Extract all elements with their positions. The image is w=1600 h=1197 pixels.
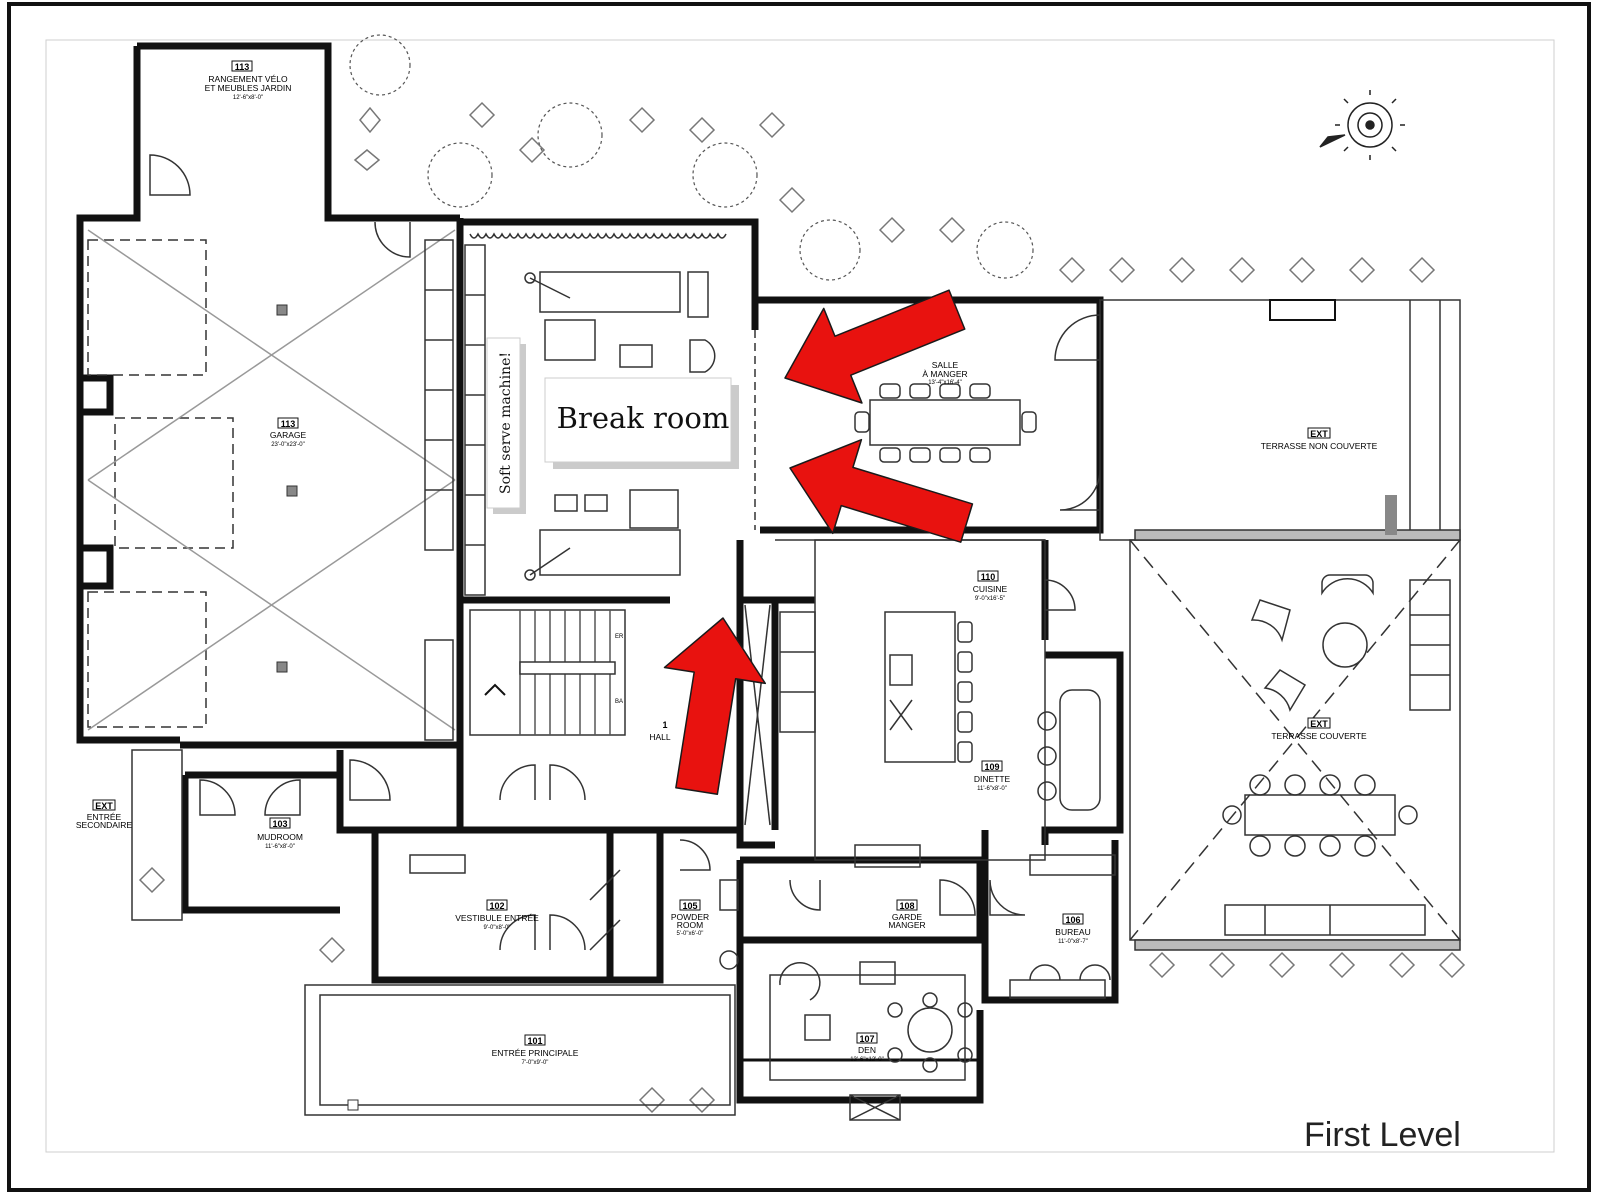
svg-text:103: 103 xyxy=(272,819,287,829)
svg-text:12'-6"x8'-0": 12'-6"x8'-0" xyxy=(233,95,263,101)
room-label-110: 110 CUISINE 9'-0"x16'-5" xyxy=(973,570,1008,602)
room-label-108: 108 GARDE MANGER xyxy=(888,899,926,930)
svg-text:1: 1 xyxy=(662,720,667,730)
svg-text:ENTRÉE PRINCIPALE: ENTRÉE PRINCIPALE xyxy=(492,1048,579,1058)
garage-markers xyxy=(276,304,359,1111)
svg-text:101: 101 xyxy=(527,1036,542,1046)
svg-text:5'-0"x6'-0": 5'-0"x6'-0" xyxy=(677,931,704,937)
svg-text:13'-6"x12'-0": 13'-6"x12'-0" xyxy=(850,1057,884,1063)
room-label-102: 102 VESTIBULE ENTRÉE 9'-0"x8'-0" xyxy=(455,899,539,931)
red-arrows xyxy=(663,289,974,796)
svg-text:DINETTE: DINETTE xyxy=(974,774,1011,784)
svg-text:108: 108 xyxy=(899,901,914,911)
svg-text:POWDER: POWDER xyxy=(671,912,709,922)
svg-text:7'-0"x9'-0": 7'-0"x9'-0" xyxy=(522,1060,549,1066)
arrow-to-break-room-upper xyxy=(784,289,966,404)
svg-text:ENTRÉE: ENTRÉE xyxy=(87,812,122,822)
svg-text:11'-0"x8'-7": 11'-0"x8'-7" xyxy=(1058,939,1088,945)
room-label-109: 109 DINETTE 11'-6"x8'-0" xyxy=(974,760,1011,792)
svg-text:BUREAU: BUREAU xyxy=(1055,927,1090,937)
svg-text:11'-6"x8'-0": 11'-6"x8'-0" xyxy=(977,786,1007,792)
svg-text:EXT: EXT xyxy=(1310,719,1328,729)
svg-text:GARAGE: GARAGE xyxy=(270,430,307,440)
svg-text:11'-6"x8'-0": 11'-6"x8'-0" xyxy=(265,844,295,850)
svg-text:102: 102 xyxy=(489,901,504,911)
svg-text:À MANGER: À MANGER xyxy=(922,369,967,379)
room-label-107: 107 DEN 13'-6"x12'-0" xyxy=(850,1032,884,1063)
svg-text:MANGER: MANGER xyxy=(888,920,925,930)
landscaping xyxy=(138,34,1466,1114)
compass-icon xyxy=(1319,90,1405,160)
svg-text:RANGEMENT VÉLO: RANGEMENT VÉLO xyxy=(208,74,288,84)
svg-text:SALLE: SALLE xyxy=(932,360,959,370)
svg-text:ROOM: ROOM xyxy=(677,920,703,930)
stair-up-label: ER xyxy=(615,634,624,640)
room-label-hall: 1 HALL xyxy=(649,720,671,742)
room-label-103: 103 MUDROOM 11'-6"x8'-0" xyxy=(257,817,303,850)
svg-text:113: 113 xyxy=(281,419,296,429)
svg-text:TERRASSE NON COUVERTE: TERRASSE NON COUVERTE xyxy=(1261,441,1378,451)
svg-text:CUISINE: CUISINE xyxy=(973,584,1008,594)
thin-lines xyxy=(87,154,1461,1121)
arrow-to-break-room-lower xyxy=(789,438,974,543)
room-label-105: 105 POWDER ROOM 5'-0"x6'-0" xyxy=(671,899,709,937)
svg-text:9'-0"x16'-5": 9'-0"x16'-5" xyxy=(975,596,1005,602)
break-room-label: Break room xyxy=(557,401,730,435)
svg-text:106: 106 xyxy=(1065,915,1080,925)
svg-text:13'-4"x16'-4": 13'-4"x16'-4" xyxy=(928,380,962,386)
svg-text:105: 105 xyxy=(682,901,697,911)
svg-text:EXT: EXT xyxy=(1310,429,1328,439)
room-label-112: SALLE À MANGER 13'-4"x16'-4" xyxy=(922,360,967,386)
svg-text:EXT: EXT xyxy=(95,801,113,811)
svg-text:TERRASSE COUVERTE: TERRASSE COUVERTE xyxy=(1271,731,1367,741)
svg-text:ET MEUBLES JARDIN: ET MEUBLES JARDIN xyxy=(205,83,292,93)
svg-text:DEN: DEN xyxy=(858,1045,876,1055)
svg-text:VESTIBULE ENTRÉE: VESTIBULE ENTRÉE xyxy=(455,913,539,923)
room-label-101: 101 ENTRÉE PRINCIPALE 7'-0"x9'-0" xyxy=(492,1034,579,1066)
svg-text:107: 107 xyxy=(859,1034,874,1044)
room-label-ext-1: EXT TERRASSE NON COUVERTE xyxy=(1261,427,1378,451)
arrow-to-hall xyxy=(663,617,767,796)
stair-down-label: BA xyxy=(615,699,623,705)
svg-text:HALL: HALL xyxy=(649,732,671,742)
room-label-ext-3: EXT ENTRÉE SECONDAIRE xyxy=(76,799,133,830)
svg-text:110: 110 xyxy=(981,572,996,582)
room-label-113b: 113 GARAGE 23'-0"x23'-0" xyxy=(270,417,307,448)
room-label-ext-2: EXT TERRASSE COUVERTE xyxy=(1271,717,1367,741)
room-label-106: 106 BUREAU 11'-0"x8'-7" xyxy=(1055,913,1091,945)
level-title: First Level xyxy=(1304,1116,1461,1154)
break-room-callout: Break room xyxy=(544,377,739,469)
room-label-113a: 113 RANGEMENT VÉLO ET MEUBLES JARDIN 12'… xyxy=(205,60,292,101)
soft-serve-label: Soft serve machine! xyxy=(498,352,514,494)
svg-text:SECONDAIRE: SECONDAIRE xyxy=(76,820,133,830)
svg-text:23'-0"x23'-0": 23'-0"x23'-0" xyxy=(271,442,305,448)
svg-text:9'-0"x8'-0": 9'-0"x8'-0" xyxy=(484,925,511,931)
svg-text:109: 109 xyxy=(984,762,999,772)
svg-text:MUDROOM: MUDROOM xyxy=(257,832,303,842)
svg-text:GARDE: GARDE xyxy=(892,912,923,922)
svg-text:113: 113 xyxy=(235,62,250,72)
soft-serve-callout: Soft serve machine! xyxy=(486,337,526,514)
inner-frame xyxy=(45,39,1555,1153)
